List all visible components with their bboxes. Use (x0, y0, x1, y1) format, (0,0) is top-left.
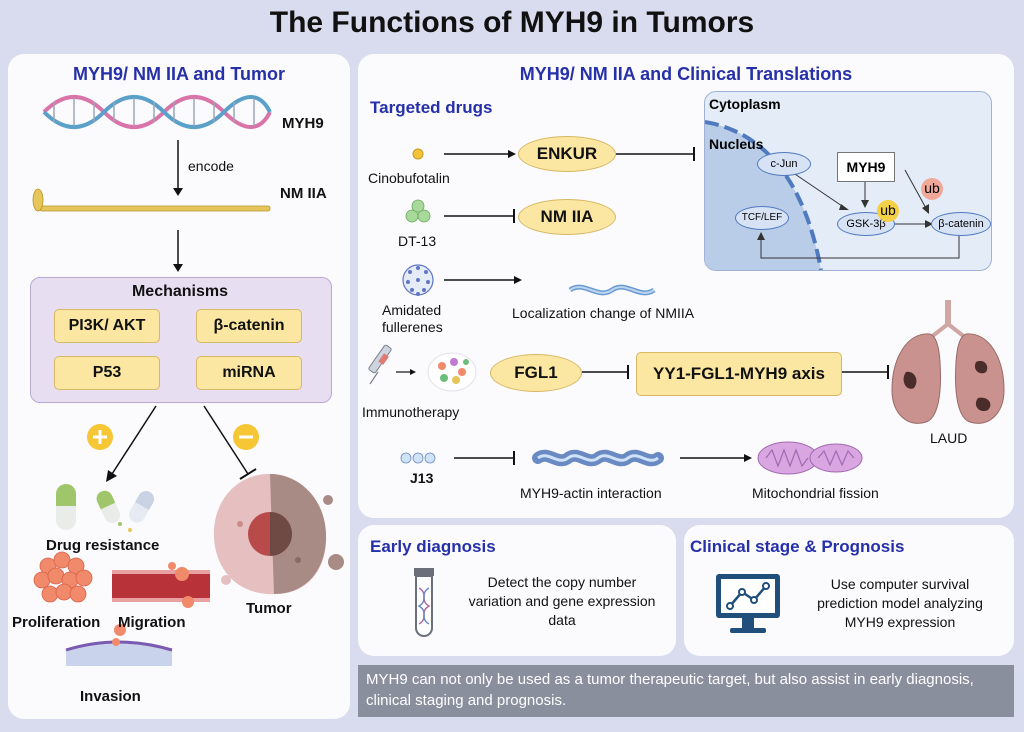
minus-icon (233, 424, 259, 450)
beta-catenin-node: β-catenin (931, 212, 991, 236)
localization-label: Localization change of NMIIA (512, 305, 695, 321)
immunotherapy-label: Immunotherapy (362, 404, 460, 420)
myh9-node: MYH9 (837, 152, 895, 182)
mechanism-pi3k-akt: PI3K/ AKT (54, 309, 160, 343)
ub-badge-1: ub (921, 178, 943, 200)
syringe-icon (368, 344, 392, 385)
proliferation-label: Proliferation (12, 614, 101, 631)
early-diagnosis-title: Early diagnosis (370, 537, 496, 556)
plus-icon (87, 424, 113, 450)
cinobufotalin-label: Cinobufotalin (368, 170, 450, 186)
proliferation-cells-icon (33, 551, 93, 603)
left-panel-graphics (32, 95, 344, 666)
mechanisms-title: Mechanisms (131, 283, 229, 300)
mechanism-p53: P53 (54, 356, 160, 390)
drug-resistance-label: Drug resistance (46, 537, 160, 554)
actin-filament-icon (532, 449, 664, 467)
lungs-icon (891, 300, 1005, 424)
capsule-icon (56, 484, 154, 532)
axis-box: YY1-FGL1-MYH9 axis (636, 352, 842, 396)
left-panel-title: MYH9/ NM IIA and Tumor (72, 64, 285, 84)
page-title: The Functions of MYH9 in Tumors (269, 6, 755, 39)
dt13-molecule-icon (405, 199, 431, 223)
nm2a-label: NM IIA (280, 185, 327, 202)
migration-label: Migration (118, 614, 186, 631)
invasion-label: Invasion (80, 688, 141, 705)
j13-molecule-icon (400, 452, 436, 464)
j13-label: J13 (410, 470, 434, 486)
fullerene-icon (402, 264, 434, 296)
right-panel-graphics (368, 147, 1005, 475)
tcf-lef-node: TCF/LEF (735, 206, 789, 230)
clinical-stage-text: Use computer survival prediction model a… (817, 576, 983, 630)
immune-cells-icon (427, 352, 477, 392)
targeted-drugs-title: Targeted drugs (370, 98, 493, 117)
early-diagnosis-panel (358, 525, 676, 656)
myh9-label: MYH9 (282, 115, 324, 132)
fission-label: Mitochondrial fission (752, 485, 879, 501)
cjun-node: c-Jun (757, 152, 811, 176)
invasion-membrane-icon (65, 624, 173, 666)
migration-vessel-icon (112, 562, 210, 608)
enkur-ellipse: ENKUR (518, 136, 616, 172)
cytoplasm-label: Cytoplasm (709, 96, 781, 112)
nm2a-ellipse: NM IIA (518, 199, 616, 235)
dna-helix-icon (42, 95, 272, 129)
cell-signaling-box: Cytoplasm Nucleus c-Jun MYH9 ub TCF/LEF … (704, 91, 992, 271)
tumor-label: Tumor (246, 600, 292, 617)
right-panel-title: MYH9/ NM IIA and Clinical Translations (519, 64, 853, 84)
gsk3b-node: GSK-3β (837, 212, 895, 236)
actin-label: MYH9-actin interaction (520, 485, 662, 501)
footer-summary: MYH9 can not only be used as a tumor the… (358, 665, 1014, 717)
nm2a-filament-icon (32, 188, 271, 212)
nucleus-label: Nucleus (709, 136, 764, 152)
fgl1-ellipse: FGL1 (490, 354, 582, 392)
test-tube-icon (414, 568, 434, 637)
dt13-label: DT-13 (398, 233, 437, 249)
mechanism-mirna: miRNA (196, 356, 302, 390)
clinical-stage-title: Clinical stage & Prognosis (690, 537, 905, 556)
ub-badge-2: ub (877, 200, 899, 222)
mitochondria-icon (757, 441, 863, 475)
laud-label: LAUD (930, 430, 968, 446)
computer-monitor-icon (716, 574, 780, 633)
mechanism-beta-catenin: β-catenin (196, 309, 302, 343)
encode-label: encode (188, 158, 234, 174)
early-diagnosis-text: Detect the copy number variation and gen… (468, 574, 656, 628)
tumor-cell-icon (213, 473, 344, 595)
nmiia-filament-wave-icon (568, 284, 656, 296)
fullerenes-label: Amidated fullerenes (382, 302, 443, 335)
